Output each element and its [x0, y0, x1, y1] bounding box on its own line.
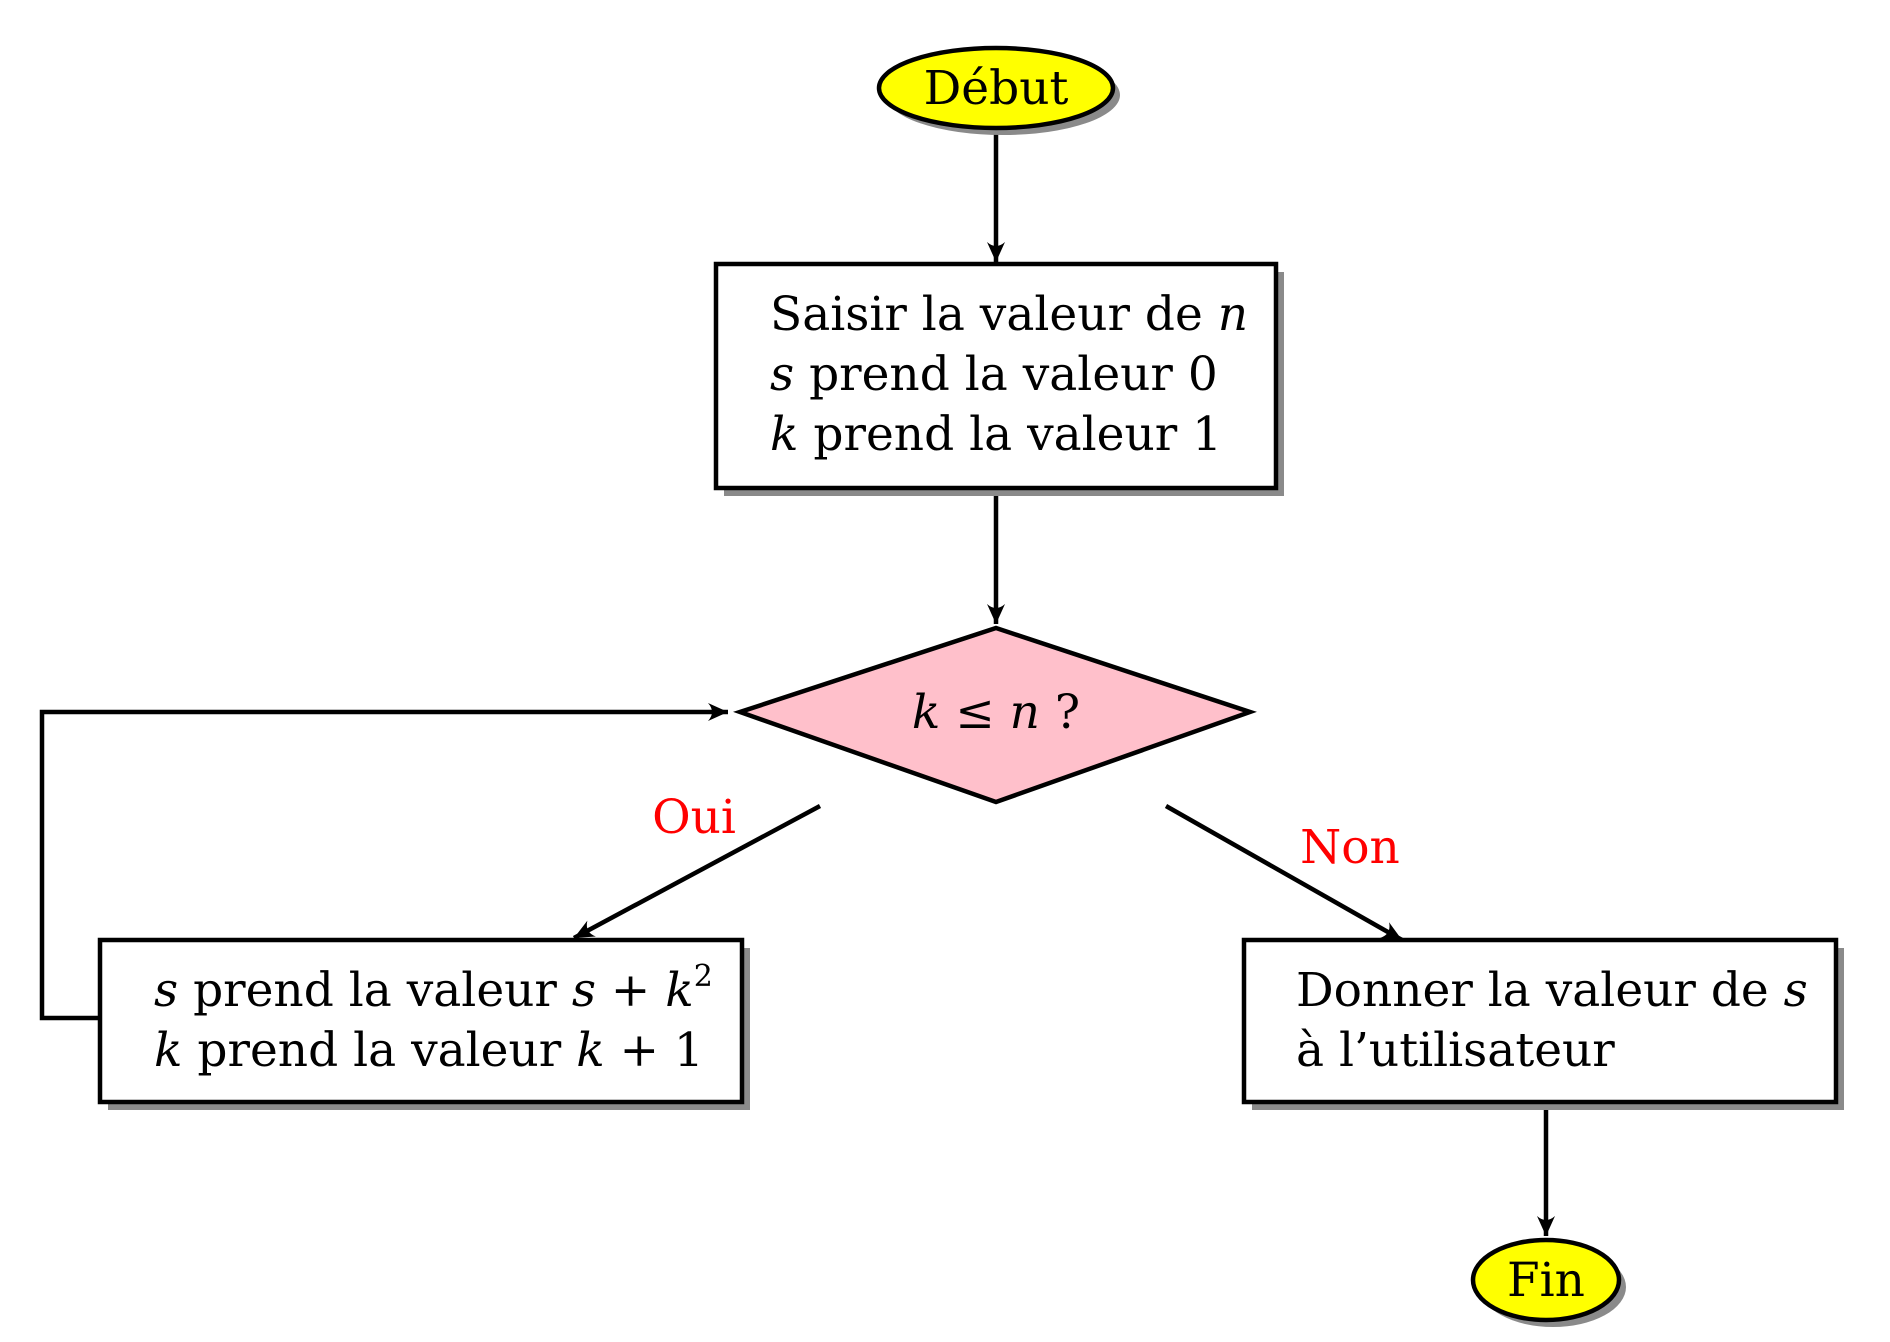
- input-line-2-var: s: [770, 347, 794, 402]
- decision-node-shape: [733, 625, 1257, 805]
- decision-var-1: k: [912, 685, 940, 740]
- input-line-2-text: prend la valeur 0: [794, 347, 1218, 402]
- edge-decision-to-loop-body: [572, 804, 822, 940]
- decision-suffix: ?: [1040, 685, 1080, 740]
- loop-body-node-shape: [97, 937, 745, 1105]
- loop-body-line-1-exponent: 2: [694, 959, 713, 994]
- loop-body-line-1-expr-2: k: [665, 963, 693, 1018]
- output-line-2: à l’utilisateur: [1296, 1023, 1615, 1078]
- decision-var-2: n: [1010, 685, 1040, 740]
- loop-body-line-2-plus: + 1: [605, 1023, 704, 1078]
- loop-body-line-2-expr-1: k: [576, 1023, 604, 1078]
- start-node: Début: [876, 45, 1120, 135]
- input-line-1-var: n: [1218, 287, 1248, 342]
- output-node-shape: [1241, 937, 1839, 1105]
- loop-body-line-1-expr-1: s: [572, 963, 596, 1018]
- end-node: Fin: [1470, 1237, 1626, 1327]
- loop-body-line-1-plus: +: [596, 963, 665, 1018]
- decision-node: k ≤ n ?: [733, 625, 1257, 805]
- loop-body-line-2-text: prend la valeur: [182, 1023, 576, 1078]
- start-node-shape: [876, 45, 1116, 131]
- input-line-1-text: Saisir la valeur de: [770, 287, 1218, 342]
- input-line-3-var: k: [770, 407, 798, 462]
- input-node: Saisir la valeur de n s prend la valeur …: [713, 261, 1284, 496]
- decision-condition: k ≤ n ?: [912, 685, 1080, 740]
- end-node-shape: [1470, 1237, 1622, 1323]
- output-line-1: Donner la valeur de s: [1296, 963, 1808, 1018]
- output-line-1-text: Donner la valeur de: [1296, 963, 1784, 1018]
- loop-body-node: s prend la valeur s + k2 k prend la vale…: [97, 937, 750, 1110]
- loop-body-line-1: s prend la valeur s + k2: [154, 959, 713, 1018]
- edge-label-no: Non: [1300, 820, 1400, 875]
- input-line-3-text: prend la valeur 1: [798, 407, 1222, 462]
- edge-loop-back: [39, 703, 728, 1021]
- end-label: Fin: [1507, 1253, 1585, 1308]
- loop-body-line-2: k prend la valeur k + 1: [154, 1023, 704, 1078]
- loop-body-line-2-var: k: [154, 1023, 182, 1078]
- loop-body-line-1-var: s: [154, 963, 178, 1018]
- start-label: Début: [924, 61, 1069, 116]
- input-line-3: k prend la valeur 1: [770, 407, 1222, 462]
- output-node: Donner la valeur de s à l’utilisateur: [1241, 937, 1844, 1110]
- input-node-shape: [713, 261, 1279, 491]
- loop-body-line-1-text: prend la valeur: [178, 963, 572, 1018]
- decision-operator: ≤: [940, 685, 1009, 740]
- edge-decision-to-output: [1164, 804, 1404, 942]
- output-line-1-var: s: [1784, 963, 1808, 1018]
- input-line-1: Saisir la valeur de n: [770, 287, 1248, 342]
- input-line-2: s prend la valeur 0: [770, 347, 1218, 402]
- edge-label-yes: Oui: [652, 790, 736, 845]
